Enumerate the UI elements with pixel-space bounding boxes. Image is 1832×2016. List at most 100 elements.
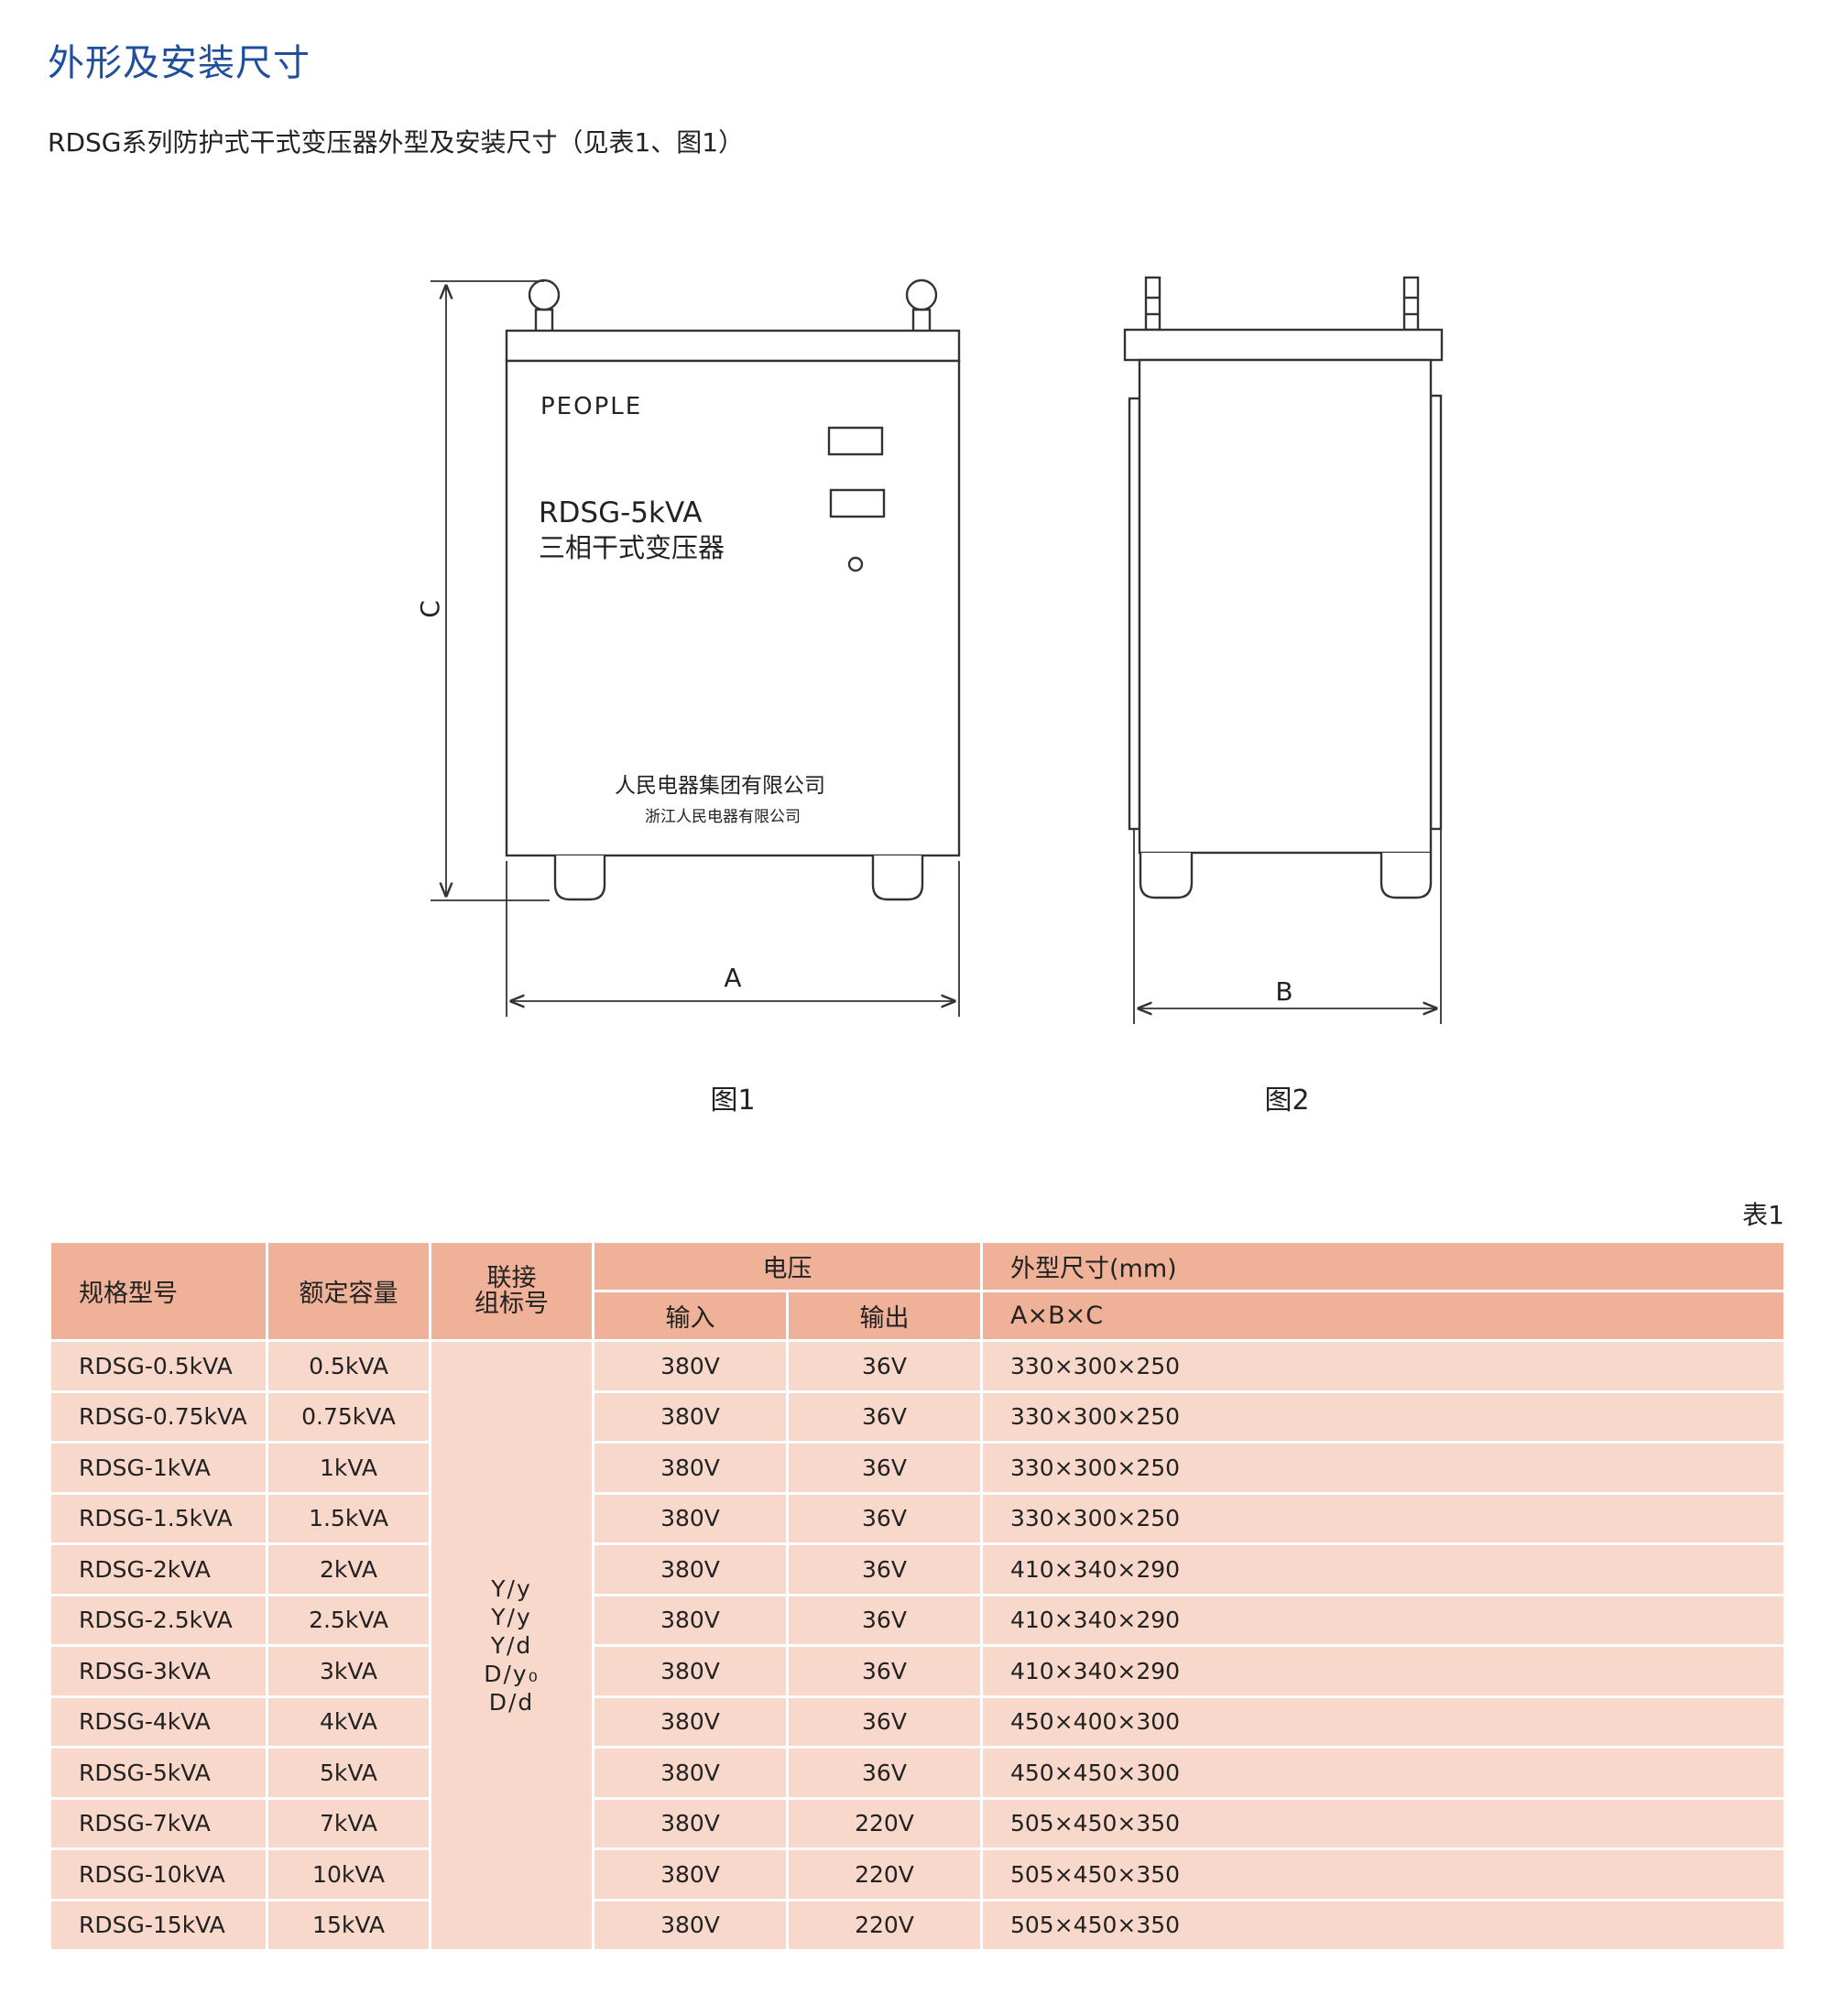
cell-dimensions: 330×300×250: [980, 1491, 1786, 1545]
cell-output: 36V: [786, 1695, 983, 1749]
cell-output: 220V: [786, 1847, 983, 1902]
cell-input: 380V: [592, 1695, 789, 1749]
dimension-a: [506, 861, 960, 1017]
side-foot-left: [1139, 853, 1194, 899]
cell-capacity: 2.5kVA: [266, 1593, 431, 1647]
cell-model: RDSG-7kVA: [49, 1796, 268, 1850]
cell-output: 36V: [786, 1441, 983, 1495]
cell-output: 220V: [786, 1796, 983, 1850]
panel-company-sub: 浙江人民电器有限公司: [645, 808, 801, 826]
cell-capacity: 0.75kVA: [266, 1389, 431, 1444]
foot-left: [553, 855, 606, 901]
cell-capacity: 4kVA: [266, 1695, 431, 1749]
connection-group: Y/y: [491, 1604, 532, 1630]
side-rail-right: [1429, 394, 1443, 831]
cell-model: RDSG-1kVA: [49, 1441, 268, 1495]
cell-model: RDSG-3kVA: [49, 1644, 268, 1698]
side-top-plate: [1123, 328, 1444, 362]
header-input: 输入: [592, 1290, 789, 1342]
foot-right: [871, 855, 924, 901]
cell-output: 36V: [786, 1644, 983, 1698]
cell-model: RDSG-0.5kVA: [49, 1339, 268, 1393]
dimension-c-label: C: [415, 600, 445, 618]
cell-input: 380V: [592, 1746, 789, 1800]
cell-input: 380V: [592, 1593, 789, 1647]
figure-1-caption: 图1: [710, 1084, 755, 1117]
spec-table: 规格型号 额定容量 联接 组标号 电压 外型尺寸(mm) 输入 输出 A×B×C…: [49, 1240, 1786, 1952]
header-connection-line2: 组标号: [474, 1289, 549, 1318]
display-window-upper: [827, 426, 884, 456]
cabinet-body: [505, 359, 961, 857]
cell-input: 380V: [592, 1389, 789, 1444]
side-rail-left: [1128, 397, 1141, 831]
cell-input: 380V: [592, 1644, 789, 1698]
cell-output: 36V: [786, 1491, 983, 1545]
cell-input: 380V: [592, 1898, 789, 1952]
panel-product-name: 三相干式变压器: [539, 532, 725, 563]
cell-output: 36V: [786, 1389, 983, 1444]
cell-output: 36V: [786, 1593, 983, 1647]
cell-capacity: 1.5kVA: [266, 1491, 431, 1545]
cell-dimensions: 505×450×350: [980, 1796, 1786, 1850]
indicator-lamp: [847, 556, 864, 572]
cell-input: 380V: [592, 1491, 789, 1545]
cell-dimensions: 505×450×350: [980, 1847, 1786, 1902]
cell-model: RDSG-4kVA: [49, 1695, 268, 1749]
header-voltage: 电压: [592, 1240, 983, 1292]
figure-2-side-view: [1123, 276, 1444, 899]
lifting-eye-right: [905, 278, 938, 331]
connection-group: Y/y: [491, 1575, 532, 1602]
cell-model: RDSG-15kVA: [49, 1898, 268, 1952]
cell-dimensions: 330×300×250: [980, 1441, 1786, 1495]
cell-output: 36V: [786, 1542, 983, 1596]
cell-input: 380V: [592, 1441, 789, 1495]
cell-model: RDSG-2kVA: [49, 1542, 268, 1596]
cell-dimensions: 450×450×300: [980, 1746, 1786, 1800]
cell-dimensions: 330×300×250: [980, 1339, 1786, 1393]
cell-output: 36V: [786, 1746, 983, 1800]
cell-dimensions: 450×400×300: [980, 1695, 1786, 1749]
header-model: 规格型号: [49, 1240, 268, 1342]
figure-2-caption: 图2: [1264, 1084, 1309, 1117]
connection-group: D/d: [488, 1689, 535, 1716]
cell-dimensions: 505×450×350: [980, 1898, 1786, 1952]
subtitle: RDSG系列防护式干式变压器外型及安装尺寸（见表1、图1）: [48, 127, 745, 158]
cell-capacity: 0.5kVA: [266, 1339, 431, 1393]
cell-capacity: 10kVA: [266, 1847, 431, 1902]
header-dimensions: 外型尺寸(mm): [980, 1240, 1786, 1292]
top-plate: [505, 329, 961, 363]
lifting-eye-left: [528, 278, 561, 331]
cell-capacity: 7kVA: [266, 1796, 431, 1850]
header-connection: 联接 组标号: [429, 1240, 594, 1342]
header-dimensions-label: 外型尺寸(mm): [1010, 1255, 1177, 1283]
section-title: 外形及安装尺寸: [48, 42, 311, 84]
dimension-b: [1133, 829, 1442, 1024]
side-foot-right: [1379, 853, 1433, 899]
cell-model: RDSG-5kVA: [49, 1746, 268, 1800]
side-bolt-right: [1402, 276, 1420, 332]
header-output: 输出: [786, 1290, 983, 1342]
side-bolt-left: [1144, 276, 1161, 332]
cell-input: 380V: [592, 1847, 789, 1902]
cell-input: 380V: [592, 1542, 789, 1596]
cell-capacity: 15kVA: [266, 1898, 431, 1952]
cell-dimensions: 330×300×250: [980, 1389, 1786, 1444]
dimension-c: [431, 280, 550, 901]
figure-1-front-view: [505, 278, 961, 901]
cell-dimensions: 410×340×290: [980, 1542, 1786, 1596]
cell-input: 380V: [592, 1796, 789, 1850]
cell-capacity: 3kVA: [266, 1644, 431, 1698]
dimension-drawings: PEOPLE RDSG-5kVA 三相干式变压器 人民电器集团有限公司 浙江人民…: [415, 276, 1444, 1117]
